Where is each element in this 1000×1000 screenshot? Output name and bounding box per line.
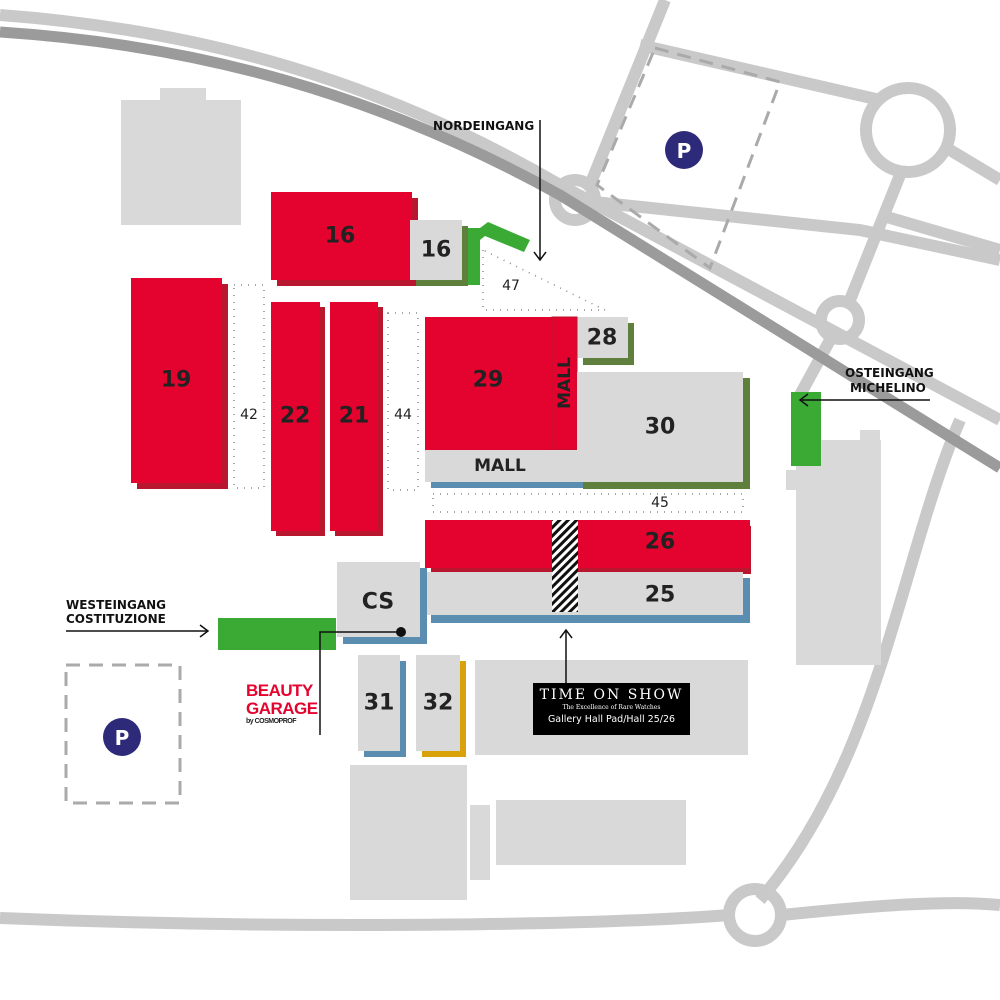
other-buildings xyxy=(121,88,881,900)
time-on-show-location: Gallery Hall Pad/Hall 25/26 xyxy=(547,714,676,725)
east-entrance-label-2: MICHELINO xyxy=(850,381,926,395)
time-on-show-title: TIME ON SHOW xyxy=(539,687,684,703)
east-entrance-label-1: OSTEINGANG xyxy=(845,366,934,380)
west-entrance-path xyxy=(218,618,336,650)
parking-icon-top xyxy=(665,131,703,169)
mall-label: MALL xyxy=(474,456,526,476)
hall-29-label: 29 xyxy=(473,368,504,393)
beauty-garage-by: by COSMOPROF xyxy=(246,718,297,725)
time-on-show-pointer xyxy=(559,628,573,683)
area-47-label: 47 xyxy=(502,278,520,294)
roads xyxy=(0,0,1000,947)
beauty-garage-logo: BEAUTY GARAGE by COSMOPROF xyxy=(246,681,318,726)
area-44-label: 44 xyxy=(394,407,412,423)
parking-area-bottom xyxy=(64,663,182,805)
north-entrance-path xyxy=(462,222,530,285)
east-arrow-icon xyxy=(798,393,930,407)
west-entrance-label-2: COSTITUZIONE xyxy=(66,612,166,626)
cs-label: CS xyxy=(362,590,394,615)
parking-bottom-label: P xyxy=(115,726,130,750)
hall-30-label: 30 xyxy=(645,415,676,440)
dotted-areas xyxy=(233,248,744,513)
beauty-garage-line1: BEAUTY xyxy=(246,681,313,700)
arrows xyxy=(66,120,930,735)
area-45-label: 45 xyxy=(651,495,669,511)
beauty-garage-location-dot xyxy=(396,627,406,637)
hall-26-label: 26 xyxy=(645,530,676,555)
hall-28-label: 28 xyxy=(587,326,618,351)
west-arrow-icon xyxy=(66,624,210,638)
hall-16-grey-label: 16 xyxy=(421,238,452,263)
entrance-paths xyxy=(218,222,821,650)
railway xyxy=(0,26,1000,473)
time-on-show-subtitle: The Excellence of Rare Watches xyxy=(562,704,661,711)
halls xyxy=(131,192,751,757)
hall-22-label: 22 xyxy=(280,404,311,429)
beauty-garage-pointer xyxy=(319,631,398,735)
east-entrance-path xyxy=(791,392,821,466)
hall-16-label: 16 xyxy=(325,224,356,249)
parking-icon-bottom xyxy=(103,718,141,756)
west-entrance-label-1: WESTEINGANG xyxy=(66,598,166,612)
parking-area-top xyxy=(595,46,782,271)
parking-top-label: P xyxy=(677,139,692,163)
hall-32-label: 32 xyxy=(423,691,454,716)
mall-vertical-label: MALL xyxy=(555,357,575,409)
beauty-garage-line2: GARAGE xyxy=(246,699,318,718)
north-arrow-icon xyxy=(533,120,547,262)
hall-25-label: 25 xyxy=(645,583,676,608)
hall-19-label: 19 xyxy=(161,368,192,393)
hall-21-label: 21 xyxy=(339,404,370,429)
time-on-show-sign: TIME ON SHOW The Excellence of Rare Watc… xyxy=(533,683,690,735)
north-entrance-label: NORDEINGANG xyxy=(433,119,534,133)
area-42-label: 42 xyxy=(240,407,258,423)
hall-31-label: 31 xyxy=(364,691,395,716)
gallery-hall-pad xyxy=(552,520,578,612)
